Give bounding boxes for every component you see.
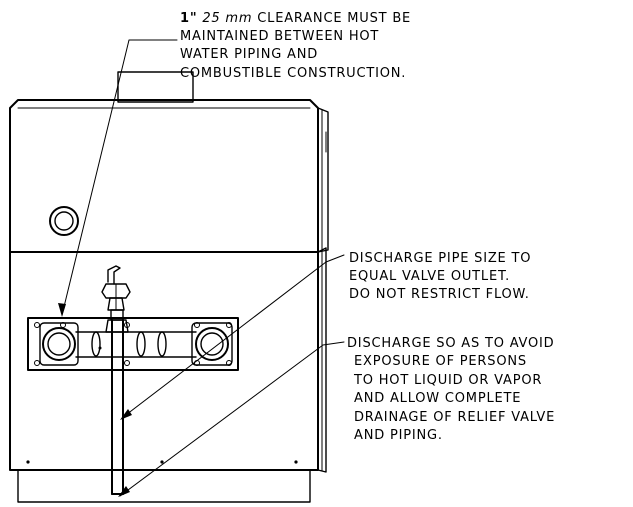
discharge-note-line-1: DISCHARGE SO AS TO AVOID <box>347 336 555 351</box>
discharge-note-line-4: AND ALLOW COMPLETE <box>354 391 521 406</box>
cabinet-base <box>17 469 311 503</box>
discharge-note-line-3: TO HOT LIQUID OR VAPOR <box>353 373 542 388</box>
discharge-note: DISCHARGE SO AS TO AVOID EXPOSURE OF PER… <box>347 336 555 443</box>
lower-cabinet <box>9 251 319 471</box>
clearance-note-line-1: 1" 25 mm CLEARANCE MUST BE <box>180 11 411 26</box>
relief-valve <box>101 265 131 333</box>
pipe-size-note-line-2: EQUAL VALVE OUTLET. <box>349 269 510 284</box>
boiler-cabinet <box>9 71 329 503</box>
discharge-pipe <box>111 319 124 495</box>
clearance-note-line-4: COMBUSTIBLE CONSTRUCTION. <box>180 66 406 81</box>
valve-lever <box>107 265 121 285</box>
inspection-port <box>49 206 79 236</box>
clearance-metric: 25 mm <box>202 11 252 26</box>
mounting-plate <box>27 317 239 371</box>
pipe-size-note-line-1: DISCHARGE PIPE SIZE TO <box>349 251 531 266</box>
clearance-bold: 1" <box>180 11 197 26</box>
clearance-note-line-3: WATER PIPING AND <box>180 47 318 62</box>
clearance-note-line-2: MAINTAINED BETWEEN HOT <box>180 29 379 44</box>
clearance-note: 1" 25 mm CLEARANCE MUST BE MAINTAINED BE… <box>180 11 411 81</box>
discharge-note-line-2: EXPOSURE OF PERSONS <box>354 354 527 369</box>
clearance-rest: CLEARANCE MUST BE <box>252 11 411 26</box>
pipe-size-note-line-3: DO NOT RESTRICT FLOW. <box>349 287 530 302</box>
side-panel-upper <box>317 107 329 253</box>
discharge-note-line-5: DRAINAGE OF RELIEF VALVE <box>354 410 555 425</box>
discharge-note-line-6: AND PIPING. <box>354 428 443 443</box>
pipe-size-note: DISCHARGE PIPE SIZE TO EQUAL VALVE OUTLE… <box>349 251 531 302</box>
leader-lines <box>58 39 345 497</box>
water-piping-manifold <box>27 317 239 371</box>
upper-cabinet <box>9 99 319 253</box>
